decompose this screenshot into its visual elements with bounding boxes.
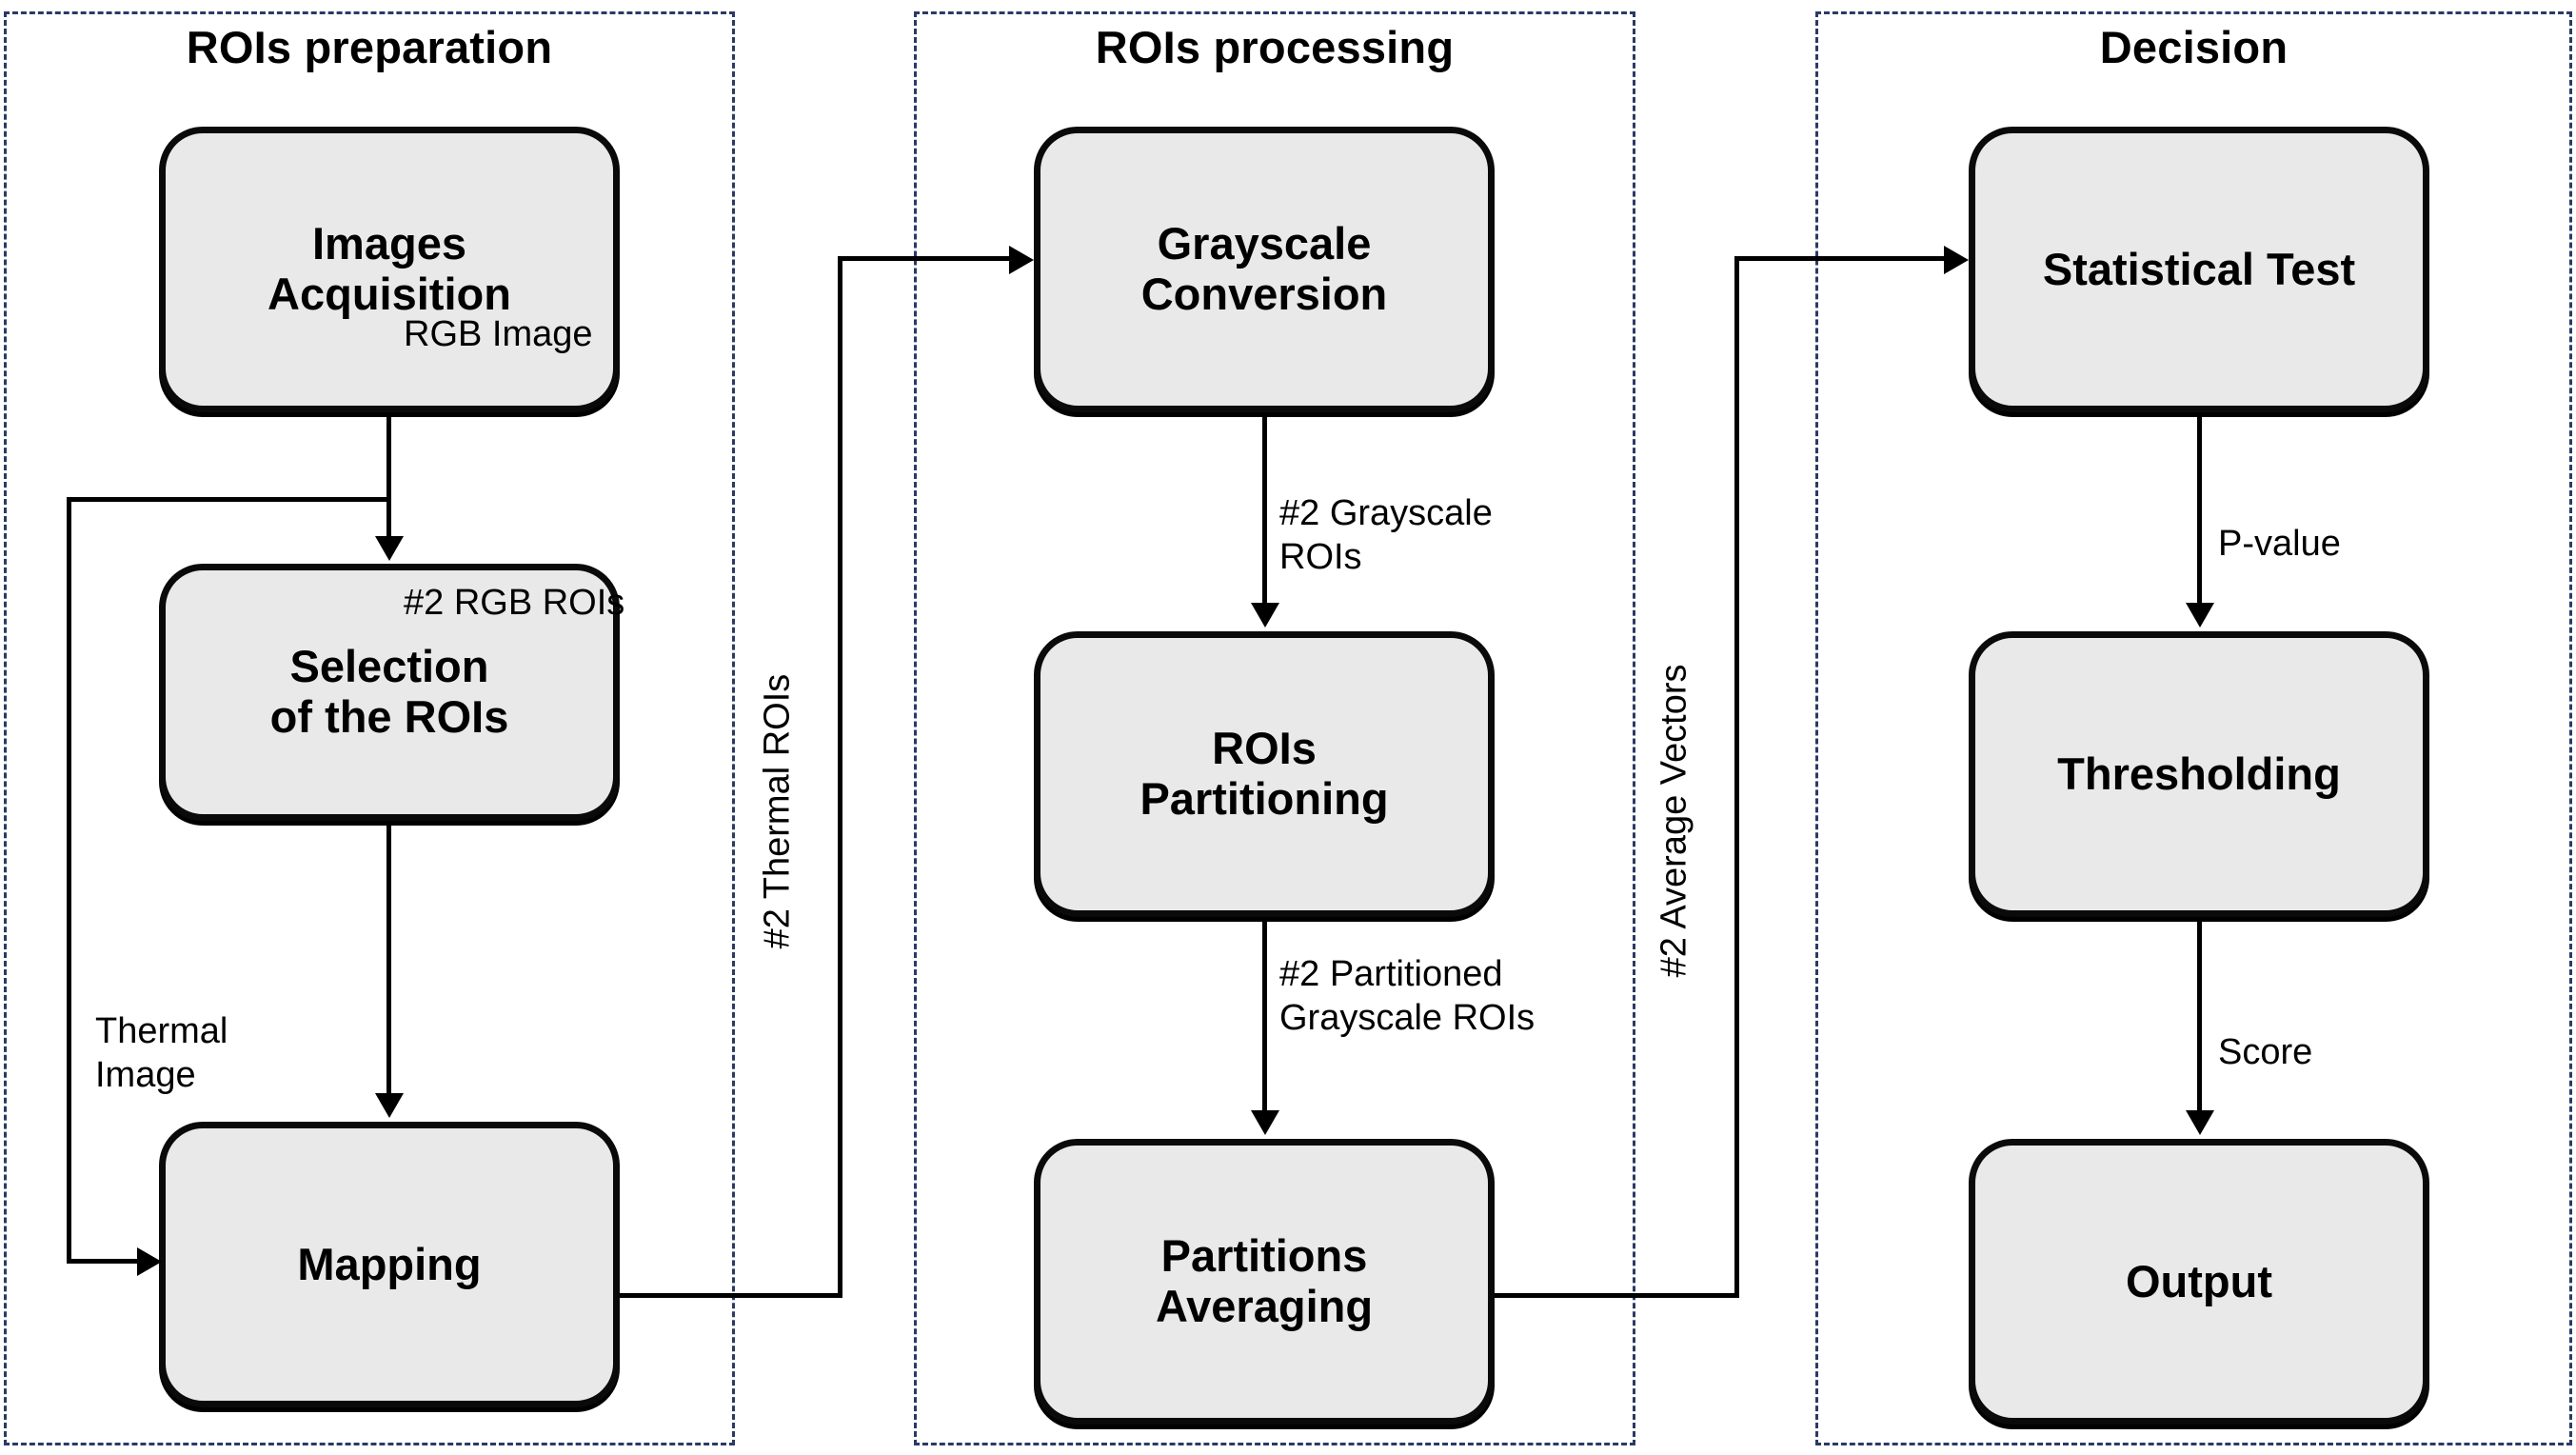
edge-average-vectors-arrowhead [1944,246,1969,274]
node-thresholding[interactable]: Thresholding [1969,631,2429,917]
edge-rgb-rois-line [386,821,391,1093]
edge-partitioned-grayscale-line [1262,917,1267,1110]
edge-grayscale-rois-line [1262,412,1267,603]
edge-rgb-rois-arrowhead [375,1093,404,1118]
edge-thermal-image-top-segment [67,497,390,502]
edge-label-p-value: P-value [2218,524,2341,564]
edge-label-thermal-image: Thermal Image [95,1011,228,1096]
node-statistical-test[interactable]: Statistical Test [1969,127,2429,412]
edge-label-grayscale-rois: #2 Grayscale ROIs [1279,493,1493,578]
node-mapping[interactable]: Mapping [159,1122,620,1407]
panel-title-rois-processing: ROIs processing [1095,22,1455,72]
edge-score-line [2197,917,2202,1110]
edge-label-rgb-rois: #2 RGB ROIs [404,583,625,623]
edge-thermal-rois-vertical [838,256,842,1298]
edge-partitioned-grayscale-arrowhead [1251,1110,1279,1135]
node-label-statistical-test: Statistical Test [2042,243,2356,294]
edge-average-vectors-from-averaging [1495,1293,1739,1298]
node-output[interactable]: Output [1969,1139,2429,1425]
panel-decision [1815,11,2572,1445]
node-label-thresholding: Thresholding [2057,747,2341,799]
node-label-output: Output [2126,1255,2272,1306]
panel-title-rois-preparation: ROIs preparation [186,22,553,72]
panel-rois-processing [914,11,1635,1445]
edge-thermal-image-arrowhead [137,1247,162,1276]
edge-label-partitioned-grayscale: #2 Partitioned Grayscale ROIs [1279,954,1536,1039]
node-label-mapping: Mapping [297,1238,482,1289]
edge-thermal-image-vertical-segment [67,497,71,1264]
edge-grayscale-rois-arrowhead [1251,603,1279,628]
panel-title-decision: Decision [2099,22,2289,72]
edge-thermal-rois-from-mapping [620,1293,842,1298]
edge-label-score: Score [2218,1032,2313,1072]
edge-average-vectors-vertical [1734,256,1739,1298]
edge-thermal-image-bottom-segment [67,1259,137,1264]
edge-p-value-line [2197,412,2202,603]
edge-p-value-arrowhead [2186,603,2214,628]
edge-label-average-vectors: #2 Average Vectors [1654,664,1694,978]
edge-thermal-rois-arrowhead [1009,246,1034,274]
edge-rgb-image-line [386,412,391,536]
edge-thermal-rois-to-grayscale [838,256,1009,261]
edge-average-vectors-to-statistical-test [1734,256,1944,261]
edge-rgb-image-arrowhead [375,536,404,561]
edge-label-thermal-rois: #2 Thermal ROIs [757,673,798,949]
edge-score-arrowhead [2186,1110,2214,1135]
edge-label-rgb-image: RGB Image [404,314,593,354]
panel-rois-preparation [4,11,735,1445]
